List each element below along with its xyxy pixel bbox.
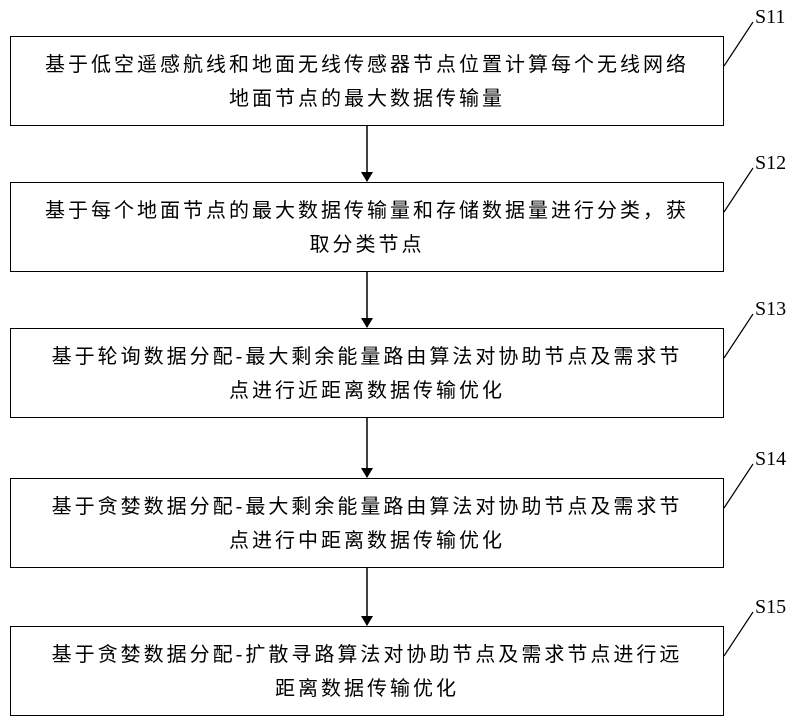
label-leaders [724,22,753,656]
leader-s11 [724,22,753,66]
leader-s12 [724,168,753,212]
leader-s14 [724,464,753,508]
leader-s13 [724,314,753,358]
leader-s15 [724,612,753,656]
